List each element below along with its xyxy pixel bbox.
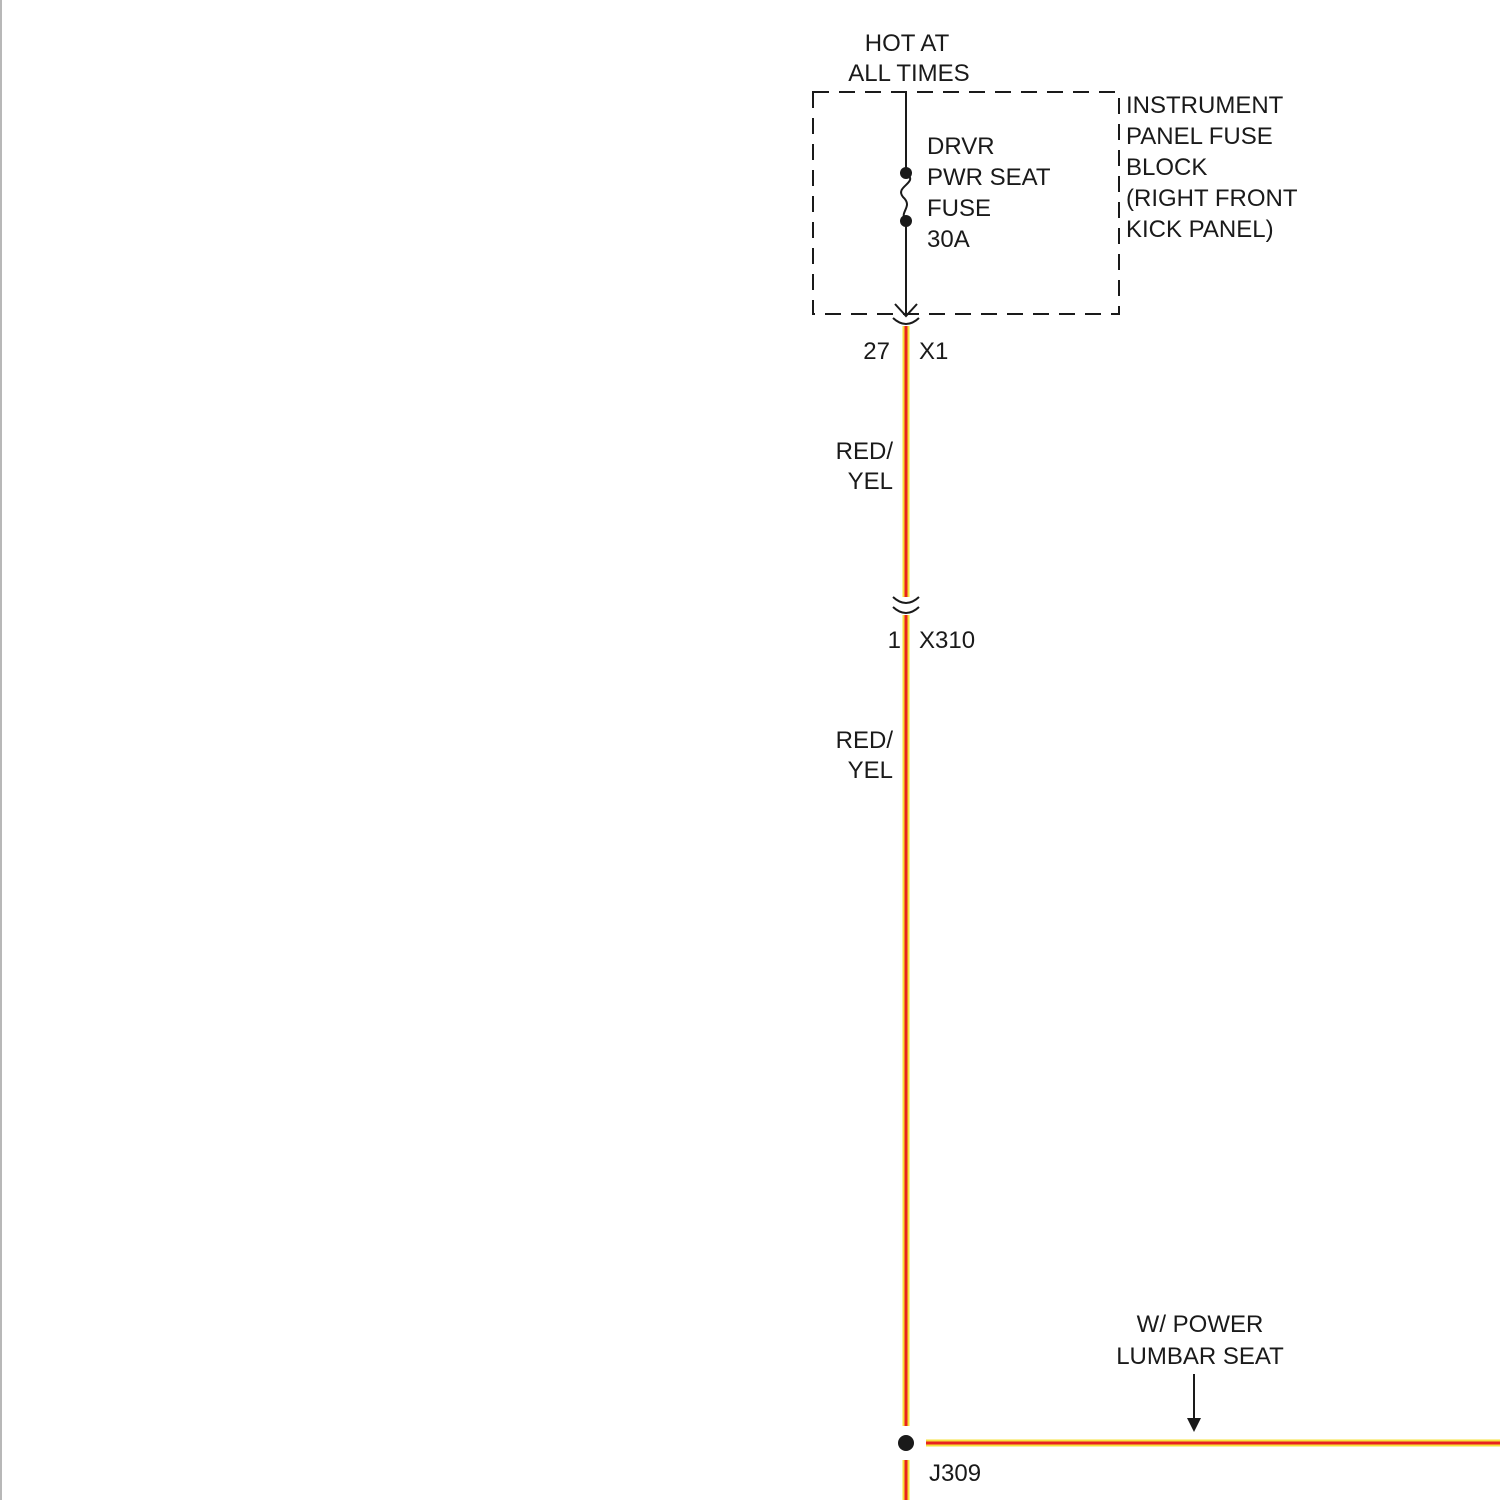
connector-x1-female-terminal	[893, 318, 919, 324]
connector-x310-name-label: X310	[919, 627, 975, 654]
fuse-element	[901, 173, 910, 221]
wire-2-color-line2: YEL	[848, 757, 893, 784]
branch-condition-label-line1: W/ POWER	[1137, 1311, 1264, 1338]
connector-x310-pin-label: 1	[888, 627, 901, 654]
fuse-block-label-line2: PANEL FUSE	[1126, 123, 1273, 150]
branch-condition-label-line2: LUMBAR SEAT	[1116, 1343, 1284, 1370]
fuse-label-line3: FUSE	[927, 195, 991, 222]
fuse-label-line2: PWR SEAT	[927, 164, 1051, 191]
connector-x310-lower-terminal	[893, 607, 919, 613]
fuse-block-label-line4: (RIGHT FRONT	[1126, 185, 1298, 212]
splice-j309-dot	[898, 1435, 914, 1451]
wire-1-color-line2: YEL	[848, 468, 893, 495]
wire-1-color-line1: RED/	[836, 438, 894, 465]
fuse-block-label-line5: KICK PANEL)	[1126, 216, 1274, 243]
fuse-symbol	[900, 167, 912, 227]
connector-x310-upper-terminal	[893, 597, 919, 603]
fuse-block-label-line1: INSTRUMENT	[1126, 92, 1284, 119]
wire-2-color-line1: RED/	[836, 727, 894, 754]
branch-condition-arrow	[1187, 1374, 1201, 1432]
connector-x1-name-label: X1	[919, 338, 948, 365]
fuse-rating-label: 30A	[927, 226, 970, 253]
fuse-label-line1: DRVR	[927, 133, 995, 160]
fuse-block-label-line3: BLOCK	[1126, 154, 1207, 181]
power-source-label-line2: ALL TIMES	[848, 60, 969, 87]
power-source-label-line1: HOT AT	[865, 30, 950, 57]
connector-x1-pin-label: 27	[863, 338, 890, 365]
splice-j309-label: J309	[929, 1460, 981, 1487]
